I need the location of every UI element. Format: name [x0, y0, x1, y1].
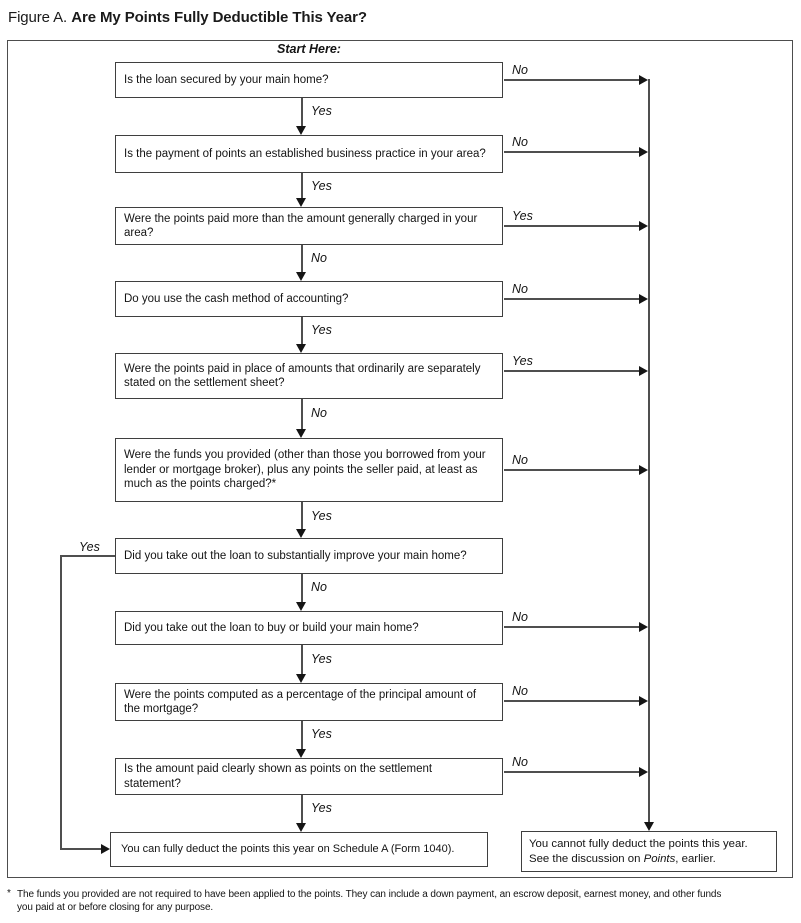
connector-right-3 — [504, 225, 640, 227]
side-label-4: No — [512, 282, 528, 296]
question-box-percentage-principal: Were the points computed as a percentage… — [115, 683, 503, 721]
connector-down-9 — [301, 721, 303, 749]
side-label-3: Yes — [512, 209, 533, 223]
arrowhead-down-8 — [296, 674, 306, 683]
question-text: Is the payment of points an established … — [124, 147, 486, 160]
arrowhead-right-7 — [639, 622, 648, 632]
down-label-6: Yes — [311, 509, 332, 523]
connector-right-6 — [504, 469, 640, 471]
arrowhead-down-9 — [296, 749, 306, 758]
down-label-4: Yes — [311, 323, 332, 337]
start-here-label: Start Here: — [277, 42, 341, 56]
connector-down-8 — [301, 645, 303, 674]
question-text: Is the amount paid clearly shown as poin… — [124, 763, 433, 790]
side-label-1: No — [512, 63, 528, 77]
side-label-2: No — [512, 135, 528, 149]
connector-right-5 — [504, 370, 640, 372]
result-box-cannot-deduct: You cannot fully deduct the points this … — [521, 831, 777, 872]
result-box-fully-deduct: You can fully deduct the points this yea… — [110, 832, 488, 867]
collector-line-right — [648, 79, 650, 822]
connector-down-7 — [301, 574, 303, 602]
down-label-2: Yes — [311, 179, 332, 193]
down-label-3: No — [311, 251, 327, 265]
arrowhead-right-6 — [639, 465, 648, 475]
connector-right-2 — [504, 151, 640, 153]
connector-down-6 — [301, 502, 303, 529]
question-box-funds-provided: Were the funds you provided (other than … — [115, 438, 503, 502]
question-box-buy-or-build: Did you take out the loan to buy or buil… — [115, 611, 503, 645]
down-label-10: Yes — [311, 801, 332, 815]
question-box-in-place-of-amounts: Were the points paid in place of amounts… — [115, 353, 503, 399]
arrowhead-right-5 — [639, 366, 648, 376]
arrowhead-down-4 — [296, 344, 306, 353]
question-box-business-practice: Is the payment of points an established … — [115, 135, 503, 173]
connector-down-4 — [301, 317, 303, 344]
result-no-line2-pre: See the discussion on — [529, 852, 644, 865]
question-text: Do you use the cash method of accounting… — [124, 292, 349, 305]
question-text: Did you take out the loan to substantial… — [124, 549, 467, 562]
question-box-loan-secured: Is the loan secured by your main home? — [115, 62, 503, 98]
side-label-8: No — [512, 684, 528, 698]
down-label-8: Yes — [311, 652, 332, 666]
result-yes-text: You can fully deduct the points this yea… — [121, 843, 455, 856]
result-no-line1: You cannot fully deduct the points this … — [529, 838, 748, 850]
connector-right-8 — [504, 700, 640, 702]
arrowhead-down-5 — [296, 429, 306, 438]
arrowhead-right-8 — [639, 696, 648, 706]
connector-down-2 — [301, 173, 303, 198]
footnote-marker: * — [7, 888, 11, 899]
question-box-points-more-than: Were the points paid more than the amoun… — [115, 207, 503, 245]
connector-down-1 — [301, 98, 303, 126]
down-label-7: No — [311, 580, 327, 594]
side-label-6: No — [512, 453, 528, 467]
question-box-cash-method: Do you use the cash method of accounting… — [115, 281, 503, 317]
collector-line-left — [60, 555, 62, 848]
arrowhead-down-1 — [296, 126, 306, 135]
arrowhead-into-fully-deduct — [101, 844, 110, 854]
side-label-7: No — [512, 610, 528, 624]
question-text: Did you take out the loan to buy or buil… — [124, 621, 419, 634]
down-label-1: Yes — [311, 104, 332, 118]
arrowhead-down-10 — [296, 823, 306, 832]
connector-down-5 — [301, 399, 303, 429]
connector-right-7 — [504, 626, 640, 628]
side-label-5: Yes — [512, 354, 533, 368]
arrowhead-right-4 — [639, 294, 648, 304]
arrowhead-right-2 — [639, 147, 648, 157]
question-text: Were the points paid more than the amoun… — [124, 212, 478, 240]
arrowhead-down-2 — [296, 198, 306, 207]
side-label-left-yes: Yes — [79, 540, 100, 554]
connector-down-3 — [301, 245, 303, 272]
arrowhead-down-7 — [296, 602, 306, 611]
question-text: Were the points paid in place of amounts… — [124, 362, 481, 390]
arrowhead-into-cannot-deduct — [644, 822, 654, 831]
connector-down-10 — [301, 795, 303, 823]
down-label-5: No — [311, 406, 327, 420]
connector-right-1 — [504, 79, 640, 81]
result-no-line2-post: , earlier. — [675, 852, 716, 865]
arrowhead-down-3 — [296, 272, 306, 281]
result-no-line2: See the discussion on Points, earlier. — [529, 852, 776, 867]
result-no-points-italic: Points — [643, 852, 676, 865]
down-label-9: Yes — [311, 727, 332, 741]
question-text: Is the loan secured by your main home? — [124, 73, 329, 86]
arrowhead-right-9 — [639, 767, 648, 777]
connector-left-horizontal — [60, 555, 115, 557]
side-label-9: No — [512, 755, 528, 769]
connector-right-4 — [504, 298, 640, 300]
figure-title: Figure A. Are My Points Fully Deductible… — [8, 9, 367, 26]
figure-title-prefix: Figure A. — [8, 9, 68, 26]
footnote-line1: The funds you provided are not required … — [17, 889, 722, 900]
connector-into-fully-deduct — [60, 848, 101, 850]
question-text: Were the points computed as a percentage… — [124, 688, 477, 716]
question-box-clearly-shown: Is the amount paid clearly shown as poin… — [115, 758, 503, 795]
arrowhead-right-1 — [639, 75, 648, 85]
question-box-substantially-improve: Did you take out the loan to substantial… — [115, 538, 503, 574]
footnote-line2: you paid at or before closing for any pu… — [17, 902, 214, 913]
figure-title-main: Are My Points Fully Deductible This Year… — [71, 9, 367, 26]
arrowhead-down-6 — [296, 529, 306, 538]
arrowhead-right-3 — [639, 221, 648, 231]
question-text: Were the funds you provided (other than … — [124, 449, 486, 491]
connector-right-9 — [504, 771, 640, 773]
